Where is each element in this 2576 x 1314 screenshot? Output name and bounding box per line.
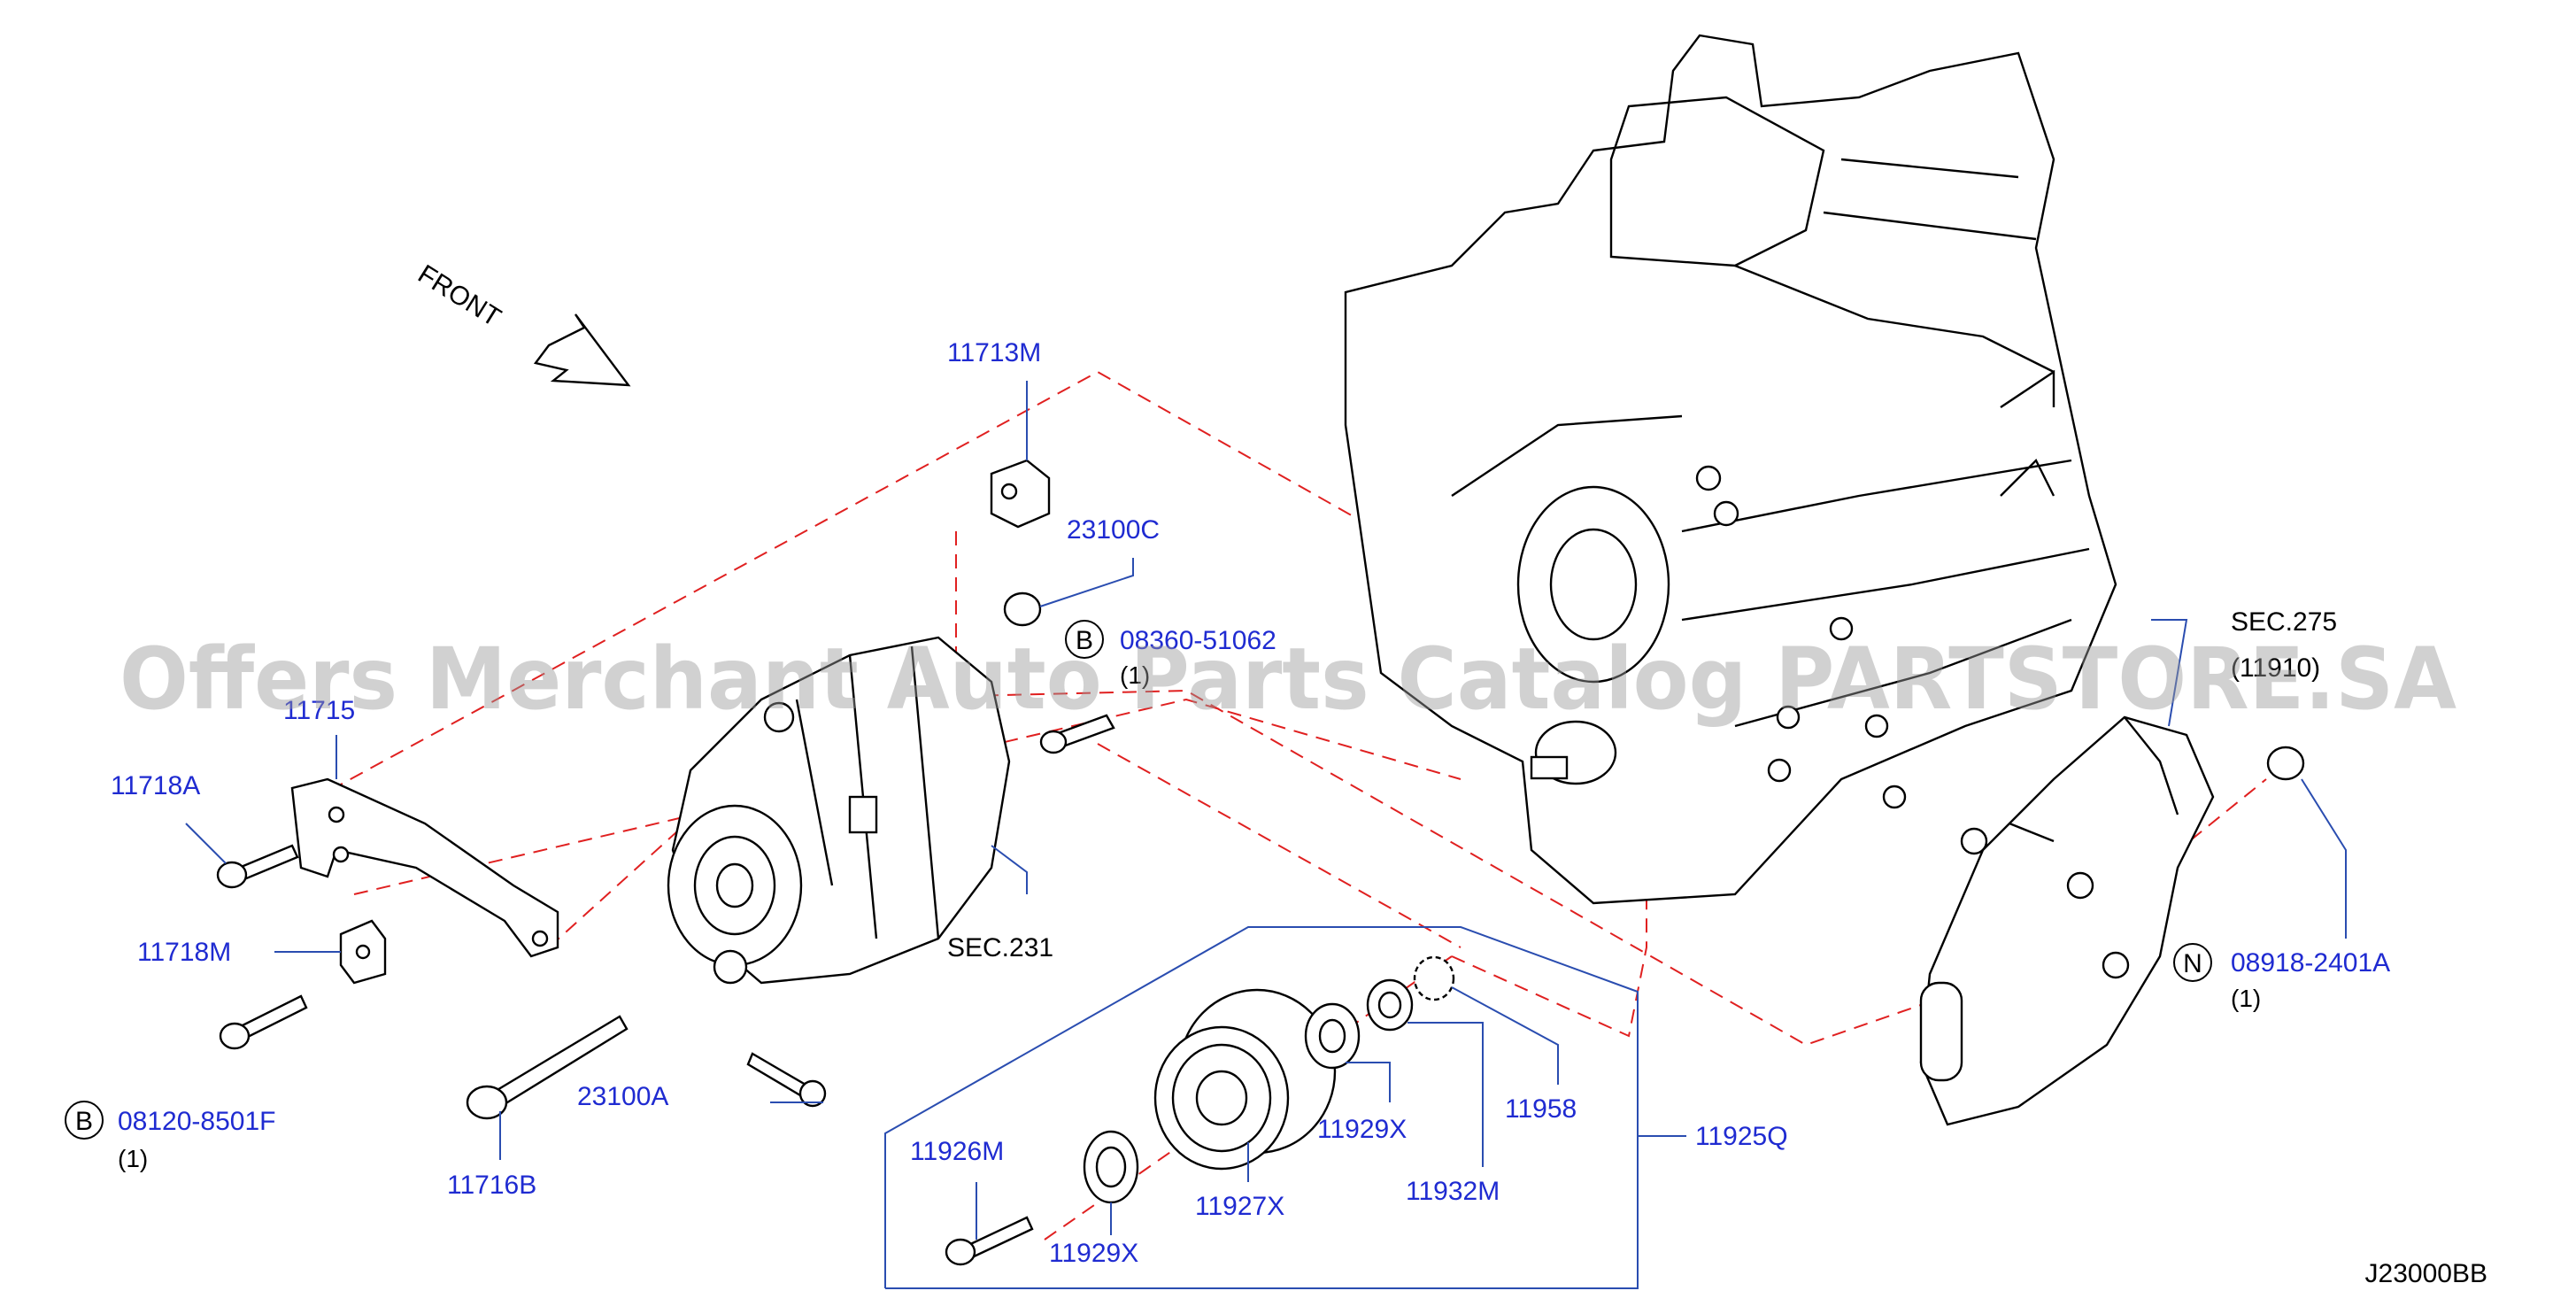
- label-11929X-front[interactable]: 11929X: [1049, 1239, 1138, 1268]
- engine-block: [1344, 34, 2117, 905]
- label-11927X[interactable]: 11927X: [1195, 1192, 1284, 1221]
- bracket-11715: [290, 777, 559, 958]
- qty-08918-2401A: (1): [2231, 985, 2261, 1012]
- drawing-code: J23000BB: [2365, 1259, 2487, 1288]
- leader-lines: [185, 381, 2347, 1240]
- label-11932M[interactable]: 11932M: [1406, 1177, 1500, 1206]
- label-08360-51062[interactable]: 08360-51062: [1120, 626, 1276, 655]
- badge-b-08360: B: [1076, 626, 1093, 655]
- section-ref-sec231[interactable]: SEC.231: [947, 933, 1053, 962]
- label-11715[interactable]: 11715: [283, 696, 355, 725]
- section-ref-sec275-sub: (11910): [2231, 653, 2320, 683]
- alternator-bracket: [1919, 715, 2215, 1126]
- pulley-kit-11925Q: [884, 926, 1639, 1289]
- label-11716B[interactable]: 11716B: [447, 1171, 536, 1200]
- small-parts: [216, 459, 2305, 1120]
- label-11713M[interactable]: 11713M: [947, 338, 1041, 367]
- label-08918-2401A[interactable]: 08918-2401A: [2231, 948, 2390, 978]
- label-11718A[interactable]: 11718A: [111, 771, 200, 800]
- label-08120-8501F[interactable]: 08120-8501F: [118, 1107, 275, 1136]
- watermark: Offers Merchant Auto Parts Catalog PARTS…: [120, 630, 2456, 729]
- alternator: [667, 636, 1011, 985]
- front-arrow: FRONT: [413, 259, 631, 387]
- badge-b-08120: B: [75, 1107, 93, 1136]
- part-labels: 11713M 23100C 08360-51062 (1) 11715 1171…: [111, 338, 2390, 1268]
- front-label: FRONT: [413, 259, 505, 333]
- label-23100A[interactable]: 23100A: [577, 1082, 668, 1111]
- badge-n-08918: N: [2183, 949, 2202, 978]
- label-11926M[interactable]: 11926M: [910, 1137, 1004, 1166]
- section-refs: SEC.231 SEC.275 (11910): [947, 607, 2337, 962]
- label-11925Q[interactable]: 11925Q: [1695, 1122, 1788, 1151]
- badges: B B N: [65, 620, 2212, 1140]
- label-11929X-rear[interactable]: 11929X: [1317, 1115, 1407, 1144]
- qty-08360-51062: (1): [1120, 661, 1150, 689]
- label-11718M[interactable]: 11718M: [137, 938, 231, 967]
- qty-08120-8501F: (1): [118, 1145, 148, 1172]
- label-23100C[interactable]: 23100C: [1067, 515, 1160, 545]
- section-ref-sec275[interactable]: SEC.275: [2231, 607, 2337, 637]
- label-11958[interactable]: 11958: [1505, 1094, 1577, 1124]
